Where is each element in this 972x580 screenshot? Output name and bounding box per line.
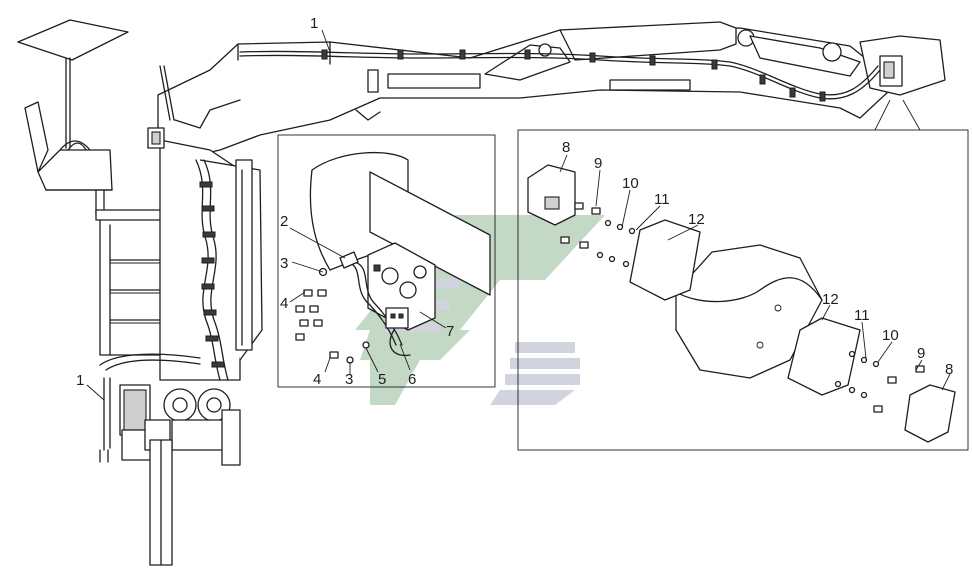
callout-12-top: 12 xyxy=(688,211,705,228)
mast-column xyxy=(147,127,263,381)
callout-4-bottom: 4 xyxy=(313,371,321,388)
screw-hardware-right xyxy=(560,202,925,413)
callout-7: 7 xyxy=(446,323,454,340)
callout-1-top: 1 xyxy=(310,15,318,32)
screw-hardware-left xyxy=(295,267,370,364)
leader-lines xyxy=(86,29,951,401)
callout-9-top: 9 xyxy=(594,155,602,172)
boom-arm xyxy=(157,21,946,161)
callout-12-bottom: 12 xyxy=(822,291,839,308)
callout-6: 6 xyxy=(408,371,416,388)
callout-11-top: 11 xyxy=(654,191,670,208)
callout-8-bottom: 8 xyxy=(945,361,953,378)
callout-labels: 1 1 2 3 3 4 4 5 6 7 8 8 9 9 10 10 11 11 … xyxy=(76,15,953,389)
callout-5: 5 xyxy=(378,371,386,388)
detail-view-electrical-box xyxy=(277,134,496,388)
callout-11-bottom: 11 xyxy=(854,307,870,324)
callout-10-top: 10 xyxy=(622,175,639,192)
callout-10-bottom: 10 xyxy=(882,327,899,344)
callout-4-top: 4 xyxy=(280,295,288,312)
callout-2: 2 xyxy=(280,213,288,230)
operator-platform xyxy=(17,19,129,216)
base-valve-assembly xyxy=(99,353,241,566)
callout-9-bottom: 9 xyxy=(917,345,925,362)
callout-8-top: 8 xyxy=(562,139,570,156)
callout-1-left: 1 xyxy=(76,372,84,389)
callout-3-bottom: 3 xyxy=(345,371,353,388)
callout-3-top: 3 xyxy=(280,255,288,272)
detail-view-bracket-mount xyxy=(517,99,969,451)
boom-cable xyxy=(239,49,881,102)
